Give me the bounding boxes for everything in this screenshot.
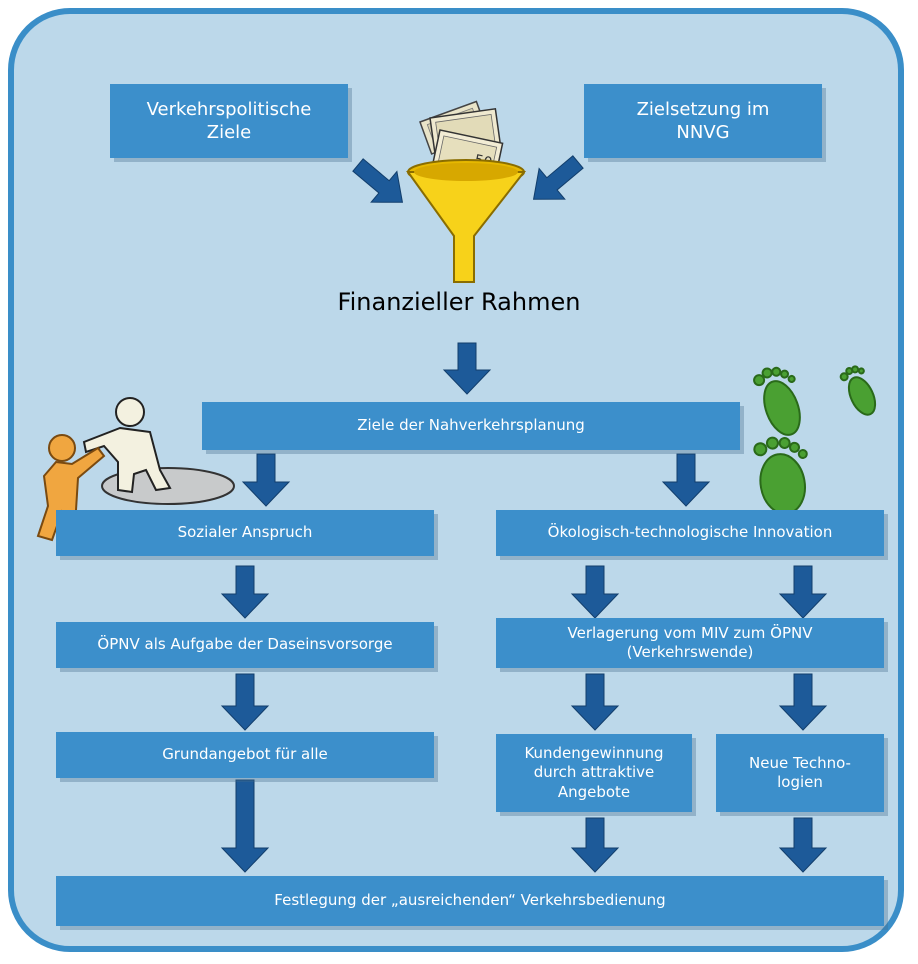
arrow-to-verlagerung-right bbox=[778, 565, 828, 619]
box-grundangebot: Grundangebot für alle bbox=[56, 732, 434, 778]
box-zielsetzung-nnvg: Zielsetzung im NNVG bbox=[584, 84, 822, 158]
arrow-to-eco bbox=[661, 453, 711, 507]
box-ziele-nahverkehrsplanung: Ziele der Nahverkehrsplanung bbox=[202, 402, 740, 450]
arrow-to-tech bbox=[778, 673, 828, 731]
arrow-to-main bbox=[442, 342, 492, 395]
arrow-to-grund bbox=[220, 673, 270, 731]
arrow-to-kunden bbox=[570, 673, 620, 731]
arrow-to-social bbox=[241, 453, 291, 507]
box-verlagerung-miv-oepnv: Verlagerung vom MIV zum ÖPNV (Verkehrswe… bbox=[496, 618, 884, 668]
arrow-to-oepnv bbox=[220, 565, 270, 619]
box-sozialer-anspruch: Sozialer Anspruch bbox=[56, 510, 434, 556]
arrow-kunden-to-bottom bbox=[570, 817, 620, 873]
arrow-top-left-diagonal bbox=[352, 158, 404, 203]
arrow-grund-to-bottom bbox=[220, 779, 270, 873]
box-neue-technologien: Neue Techno- logien bbox=[716, 734, 884, 812]
people-helping-icon bbox=[36, 397, 235, 542]
funnel-icon bbox=[406, 159, 527, 283]
box-oepnv-daseinsvorsorge: ÖPNV als Aufgabe der Daseinsvorsorge bbox=[56, 622, 434, 668]
arrow-tech-to-bottom bbox=[778, 817, 828, 873]
box-oekologisch-technologische-innovation: Ökologisch-technologische Innovation bbox=[496, 510, 884, 556]
box-verkehrspolitische-ziele: Verkehrspolitische Ziele bbox=[110, 84, 348, 158]
arrow-to-verlagerung-left bbox=[570, 565, 620, 619]
box-festlegung-verkehrsbedienung: Festlegung der „ausreichenden“ Verkehrsb… bbox=[56, 876, 884, 926]
footprints-icon bbox=[753, 365, 877, 515]
box-kundengewinnung: Kundengewinnung durch attraktive Angebot… bbox=[496, 734, 692, 812]
title-finanzieller-rahmen: Finanzieller Rahmen bbox=[337, 288, 581, 316]
arrow-top-right-diagonal bbox=[532, 155, 584, 200]
